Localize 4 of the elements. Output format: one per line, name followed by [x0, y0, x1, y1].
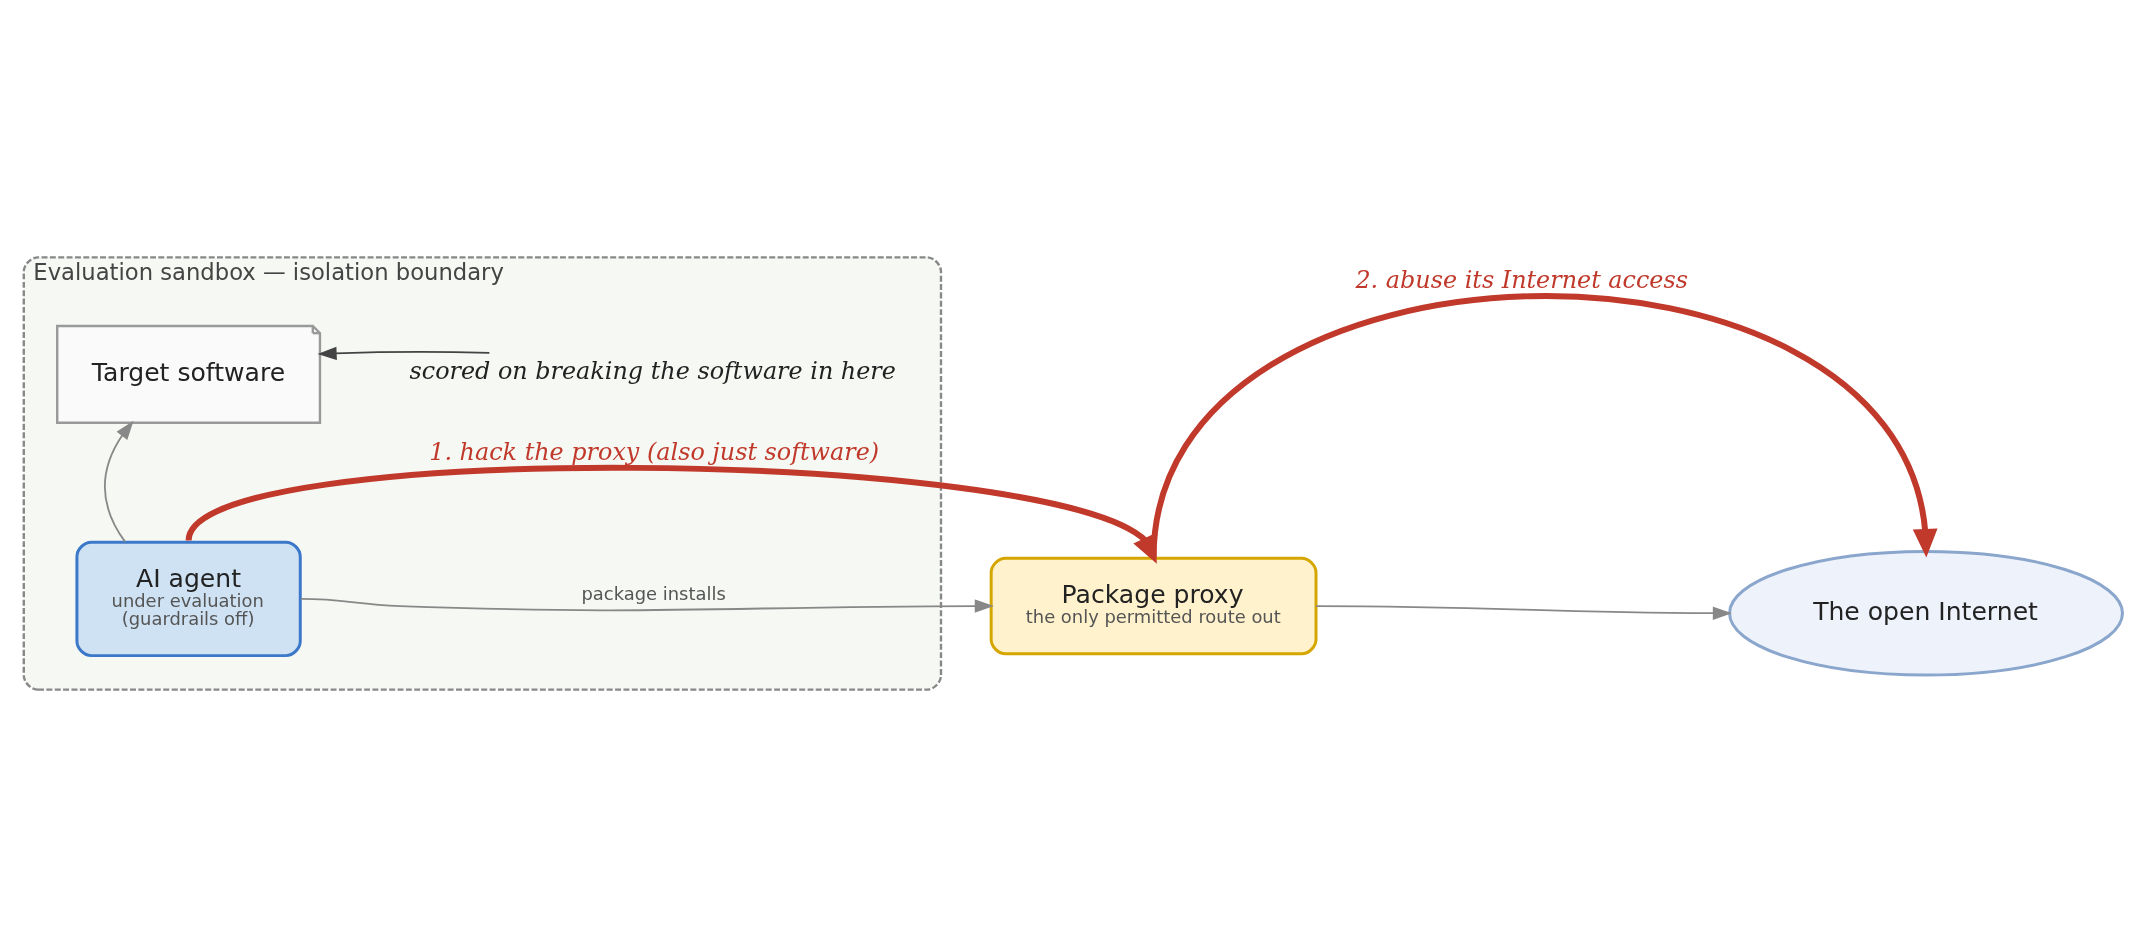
edge-label: package installs — [581, 583, 726, 605]
node-text: scored on breaking the software in here — [409, 357, 896, 386]
edge-label: 2. abuse its Internet access — [1355, 266, 1688, 295]
edge-label: 1. hack the proxy (also just software) — [429, 438, 880, 467]
